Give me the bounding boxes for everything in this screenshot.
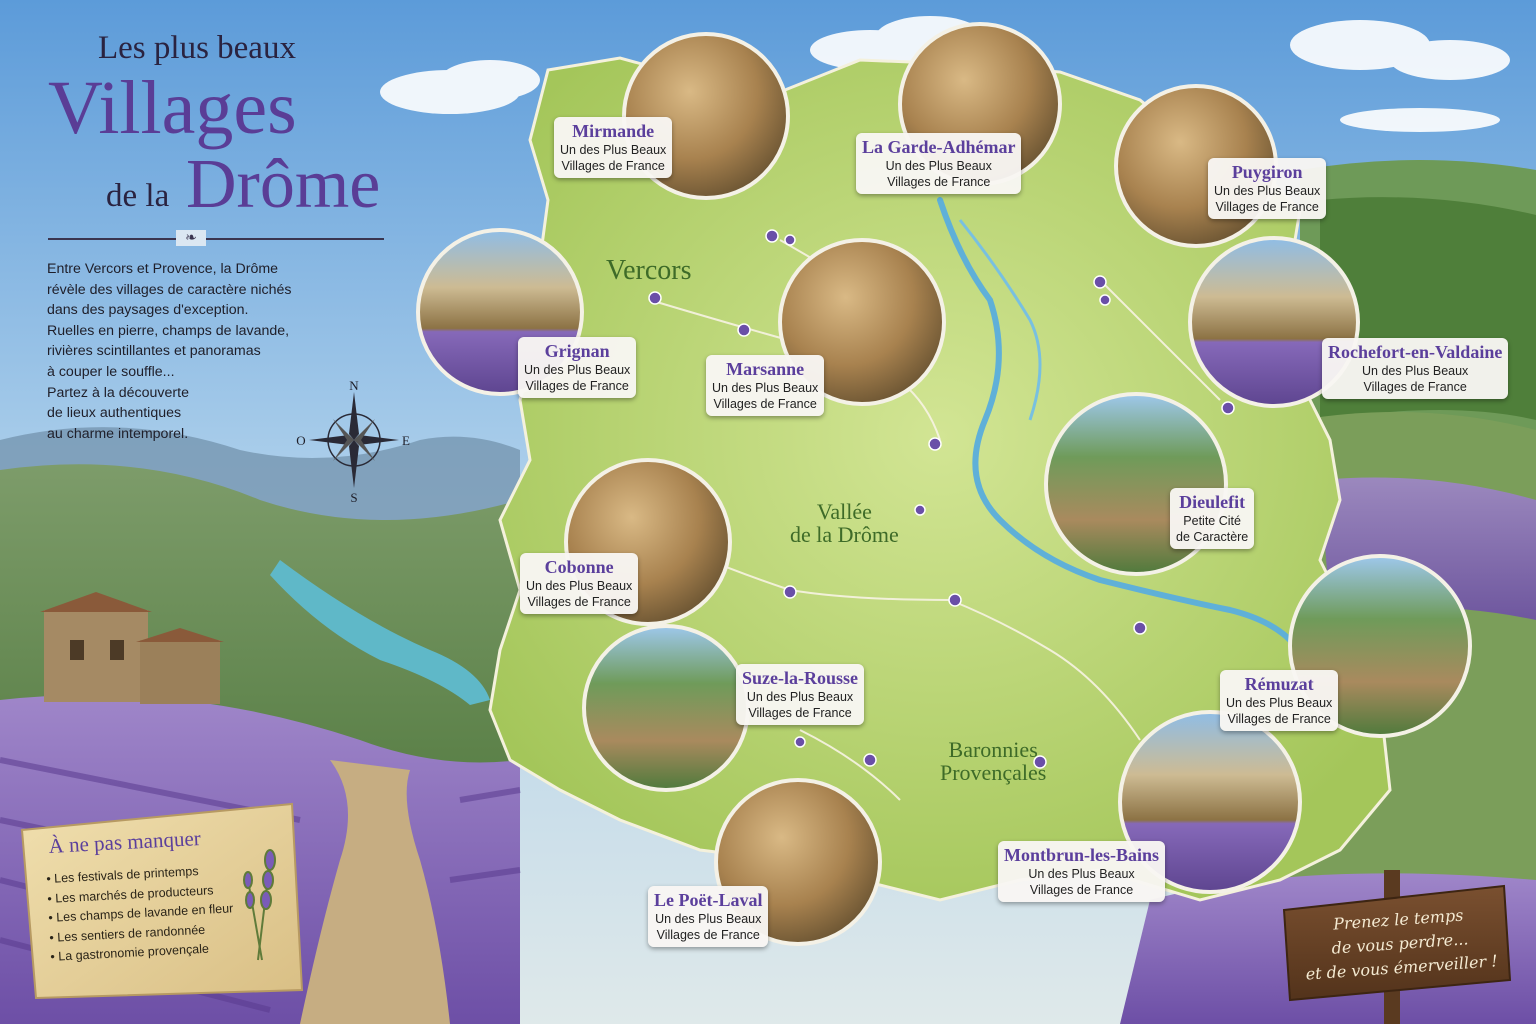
- village-label-grignan: Grignan Un des Plus Beaux Villages de Fr…: [518, 337, 637, 398]
- village-sub-1: Un des Plus Beaux: [1362, 364, 1469, 378]
- village-label-dieulefit: Dieulefit Petite Cité de Caractère: [1170, 488, 1255, 549]
- village-label-montbrun-les-bains: Montbrun-les-Bains Un des Plus Beaux Vil…: [998, 841, 1166, 902]
- clouds: [380, 16, 1510, 132]
- intro-line: Ruelles en pierre, champs de lavande,: [47, 322, 290, 339]
- village-sub-1: Un des Plus Beaux: [712, 381, 819, 395]
- village-label-remuzat: Rémuzat Un des Plus Beaux Villages de Fr…: [1220, 670, 1339, 731]
- compass-w: O: [296, 433, 305, 448]
- village-sub-2: Villages de France: [713, 397, 817, 411]
- region-baronnies: Baronnies Provençales: [940, 738, 1046, 784]
- village-sub-1: Un des Plus Beaux: [526, 579, 633, 593]
- village-name: La Garde-Adhémar: [862, 137, 1016, 157]
- village-label-marsanne: Marsanne Un des Plus Beaux Villages de F…: [706, 355, 825, 416]
- village-name: Dieulefit: [1179, 492, 1246, 512]
- village-name: Le Poët-Laval: [654, 890, 763, 910]
- region-baronnies-line2: Provençales: [940, 760, 1047, 786]
- title-divider: [48, 238, 384, 240]
- rhone-river: [937, 197, 1293, 643]
- village-sub-1: Un des Plus Beaux: [746, 690, 854, 704]
- village-sub-2: de Caractère: [1176, 530, 1249, 544]
- village-sub-1: Un des Plus Beaux: [1028, 867, 1135, 881]
- ne-pas-manquer-list: • Les festivals de printemps • Les march…: [46, 862, 236, 969]
- river-image: [270, 560, 490, 705]
- village-sub-2: Villages de France: [887, 175, 991, 189]
- intro-line: Entre Vercors et Provence, la Drôme: [47, 261, 279, 277]
- village-name: Mirmande: [572, 121, 655, 141]
- ornament-icon: ❧: [176, 230, 206, 246]
- village-sub-1: Un des Plus Beaux: [1226, 696, 1333, 710]
- village-sub-2: Villages de France: [1227, 712, 1331, 726]
- village-sub-2: Villages de France: [1363, 380, 1467, 394]
- title-drome: Drôme: [186, 146, 381, 223]
- village-name: Montbrun-les-Bains: [1004, 845, 1160, 865]
- intro-line: de lieux authentiques: [47, 405, 182, 422]
- village-name: Marsanne: [726, 359, 805, 379]
- title-line1: Les plus beaux: [98, 30, 296, 66]
- village-label-cobonne: Cobonne Un des Plus Beaux Villages de Fr…: [520, 553, 639, 614]
- village-label-la-garde-adhemar: La Garde-Adhémar Un des Plus Beaux Villa…: [856, 133, 1022, 194]
- village-sub-2: Villages de France: [1215, 200, 1319, 214]
- stone-farmhouse: [40, 592, 224, 704]
- intro-line: au charme intemporel.: [47, 425, 189, 442]
- village-label-mirmande: Mirmande Un des Plus Beaux Villages de F…: [554, 117, 673, 178]
- intro-text: Entre Vercors et Provence, la Drôme révè…: [47, 259, 317, 444]
- village-sub-2: Villages de France: [527, 595, 631, 609]
- region-vallee-line1: Vallée: [816, 499, 872, 524]
- village-sub-2: Villages de France: [1029, 883, 1134, 897]
- village-label-le-poet-laval: Le Poët-Laval Un des Plus Beaux Villages…: [648, 886, 769, 947]
- village-sub-1: Un des Plus Beaux: [524, 363, 631, 377]
- wooden-sign: [1282, 884, 1512, 1002]
- parchment-card: [20, 802, 304, 1000]
- village-sub-2: Villages de France: [561, 159, 665, 173]
- title-villages: Villages: [48, 66, 297, 150]
- intro-line: révèle des villages de caractère nichés: [47, 281, 292, 298]
- intro-line: rivières scintillantes et panoramas: [47, 343, 261, 360]
- village-sub-1: Un des Plus Beaux: [885, 159, 992, 173]
- village-name: Rochefort-en-Valdaine: [1328, 342, 1503, 362]
- compass-e: E: [402, 433, 410, 448]
- region-vercors: Vercors: [606, 255, 692, 286]
- village-name: Rémuzat: [1244, 674, 1314, 694]
- village-sub-1: Un des Plus Beaux: [560, 143, 667, 157]
- compass-rose-icon: N S E O: [296, 378, 410, 504]
- village-name: Cobonne: [544, 557, 614, 577]
- village-label-rochefort-en-valdaine: Rochefort-en-Valdaine Un des Plus Beaux …: [1322, 338, 1509, 399]
- intro-line: Partez à la découverte: [47, 384, 189, 401]
- village-label-suze-la-rousse: Suze-la-Rousse Un des Plus Beaux Village…: [736, 664, 864, 725]
- map-pins: [648, 229, 1235, 769]
- region-vallee: Vallée de la Drôme: [790, 500, 899, 546]
- village-sub-2: Villages de France: [525, 379, 629, 393]
- region-baronnies-line1: Baronnies: [948, 737, 1038, 762]
- sign-text: Prenez le temps de vous perdre... et de …: [1298, 901, 1503, 987]
- village-sub-2: Villages de France: [656, 928, 760, 942]
- village-name: Suze-la-Rousse: [742, 668, 858, 688]
- village-label-puygiron: Puygiron Un des Plus Beaux Villages de F…: [1208, 158, 1327, 219]
- village-sub-1: Un des Plus Beaux: [1214, 184, 1321, 198]
- village-sub-1: Un des Plus Beaux: [655, 912, 762, 926]
- compass-s: S: [350, 490, 357, 504]
- intro-line: dans des paysages d'exception.: [47, 302, 249, 319]
- village-sub-1: Petite Cité: [1183, 514, 1241, 528]
- village-name: Grignan: [544, 341, 610, 361]
- title-de-la: de la: [106, 178, 170, 214]
- compass-n: N: [349, 378, 359, 393]
- village-name: Puygiron: [1231, 162, 1303, 182]
- region-vallee-line2: de la Drôme: [790, 522, 899, 548]
- intro-line: à couper le souffle...: [47, 363, 175, 380]
- lavender-sprig-icon: [243, 849, 276, 961]
- village-sub-2: Villages de France: [748, 706, 852, 720]
